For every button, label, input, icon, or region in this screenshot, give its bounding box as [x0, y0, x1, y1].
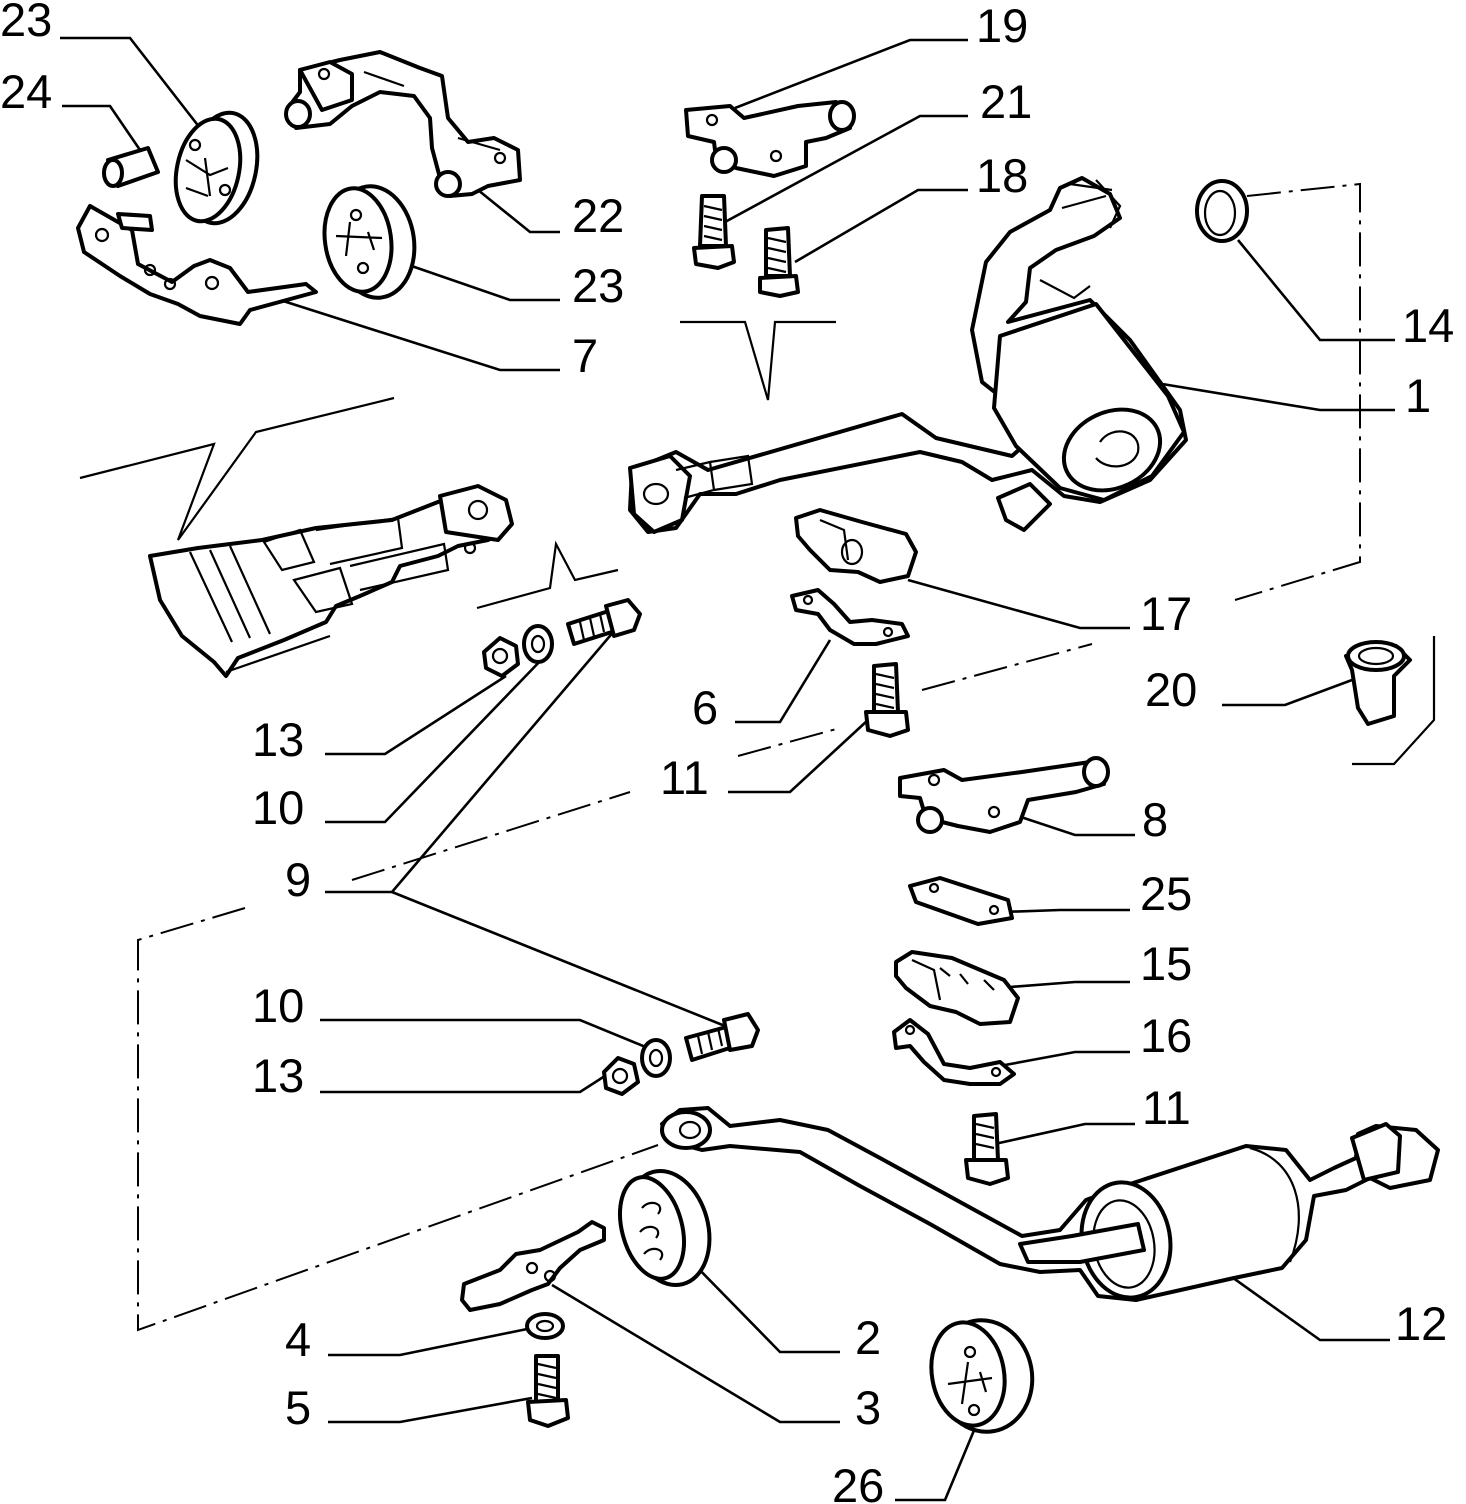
callout-19: 19	[976, 0, 1028, 52]
callout-21: 21	[980, 75, 1032, 128]
part-11-bolt-upper	[864, 662, 910, 738]
part-1-front-silencer	[628, 176, 1188, 534]
part-4-washer	[525, 1312, 565, 1340]
section-break-marks	[79, 320, 1436, 766]
part-15-clamp-upper	[894, 950, 1020, 1026]
part-14-ring	[1195, 179, 1249, 243]
part-26-rubber-mount	[929, 1318, 1035, 1434]
part-13-nut-lower	[602, 1056, 640, 1096]
part-23-rubber-mount-lower	[322, 184, 417, 300]
exhaust-manifold-section	[148, 484, 514, 678]
callout-13-upper: 13	[252, 713, 304, 766]
callout-11-lower: 11	[1142, 1081, 1191, 1134]
callout-24: 24	[0, 65, 52, 118]
callout-4: 4	[285, 1313, 311, 1366]
callout-15: 15	[1140, 937, 1192, 990]
callout-3: 3	[855, 1381, 881, 1434]
part-7-bracket	[76, 204, 318, 326]
callout-13-lower: 13	[252, 1049, 304, 1102]
callout-8: 8	[1142, 793, 1168, 846]
part-3-bracket	[460, 1220, 606, 1312]
callout-18: 18	[976, 149, 1028, 202]
part-20-bushing	[1344, 640, 1412, 726]
callout-26: 26	[832, 1459, 884, 1504]
part-11-bolt-lower	[964, 1112, 1010, 1186]
part-5-bolt	[526, 1354, 570, 1428]
callout-12: 12	[1395, 1297, 1447, 1350]
callout-14: 14	[1402, 299, 1454, 352]
part-9-bolt-upper	[566, 598, 642, 646]
callout-2: 2	[855, 1311, 881, 1364]
part-24-sleeve	[102, 146, 160, 188]
part-23-rubber-mount-upper	[173, 110, 260, 226]
callout-10-lower: 10	[252, 979, 304, 1032]
assembly-guide-lines	[137, 182, 1361, 1332]
callout-5: 5	[285, 1381, 311, 1434]
part-2-rubber-mount	[618, 1169, 712, 1287]
part-9-bolt-lower	[684, 1012, 760, 1062]
callout-7: 7	[572, 329, 598, 382]
part-18-bolt	[758, 226, 800, 298]
part-16-clamp-lower	[892, 1018, 1016, 1086]
part-21-bolt	[692, 194, 736, 270]
callout-23-top: 23	[0, 0, 52, 46]
part-22-bracket	[284, 50, 522, 198]
part-10-washer-lower	[640, 1038, 672, 1078]
callout-6: 6	[692, 681, 718, 734]
part-19-hanger-bracket	[684, 100, 856, 178]
callout-20: 20	[1145, 663, 1197, 716]
part-6-clamp-lower	[790, 588, 910, 646]
callout-17: 17	[1140, 587, 1192, 640]
part-25-plate	[908, 876, 1014, 926]
callout-25: 25	[1140, 867, 1192, 920]
part-10-washer-upper	[522, 624, 554, 664]
callout-9: 9	[285, 853, 311, 906]
callout-10-upper: 10	[252, 781, 304, 834]
callout-1: 1	[1405, 369, 1431, 422]
part-13-nut-upper	[482, 636, 520, 678]
part-12-rear-silencer	[660, 1106, 1440, 1302]
leader-lines	[60, 36, 1395, 1502]
callout-23-lower: 23	[572, 259, 624, 312]
part-17-clamp-upper	[794, 508, 918, 584]
callout-11-upper: 11	[660, 751, 709, 804]
callout-16: 16	[1140, 1009, 1192, 1062]
part-8-hanger-bracket	[898, 756, 1110, 834]
callout-22: 22	[572, 189, 624, 242]
